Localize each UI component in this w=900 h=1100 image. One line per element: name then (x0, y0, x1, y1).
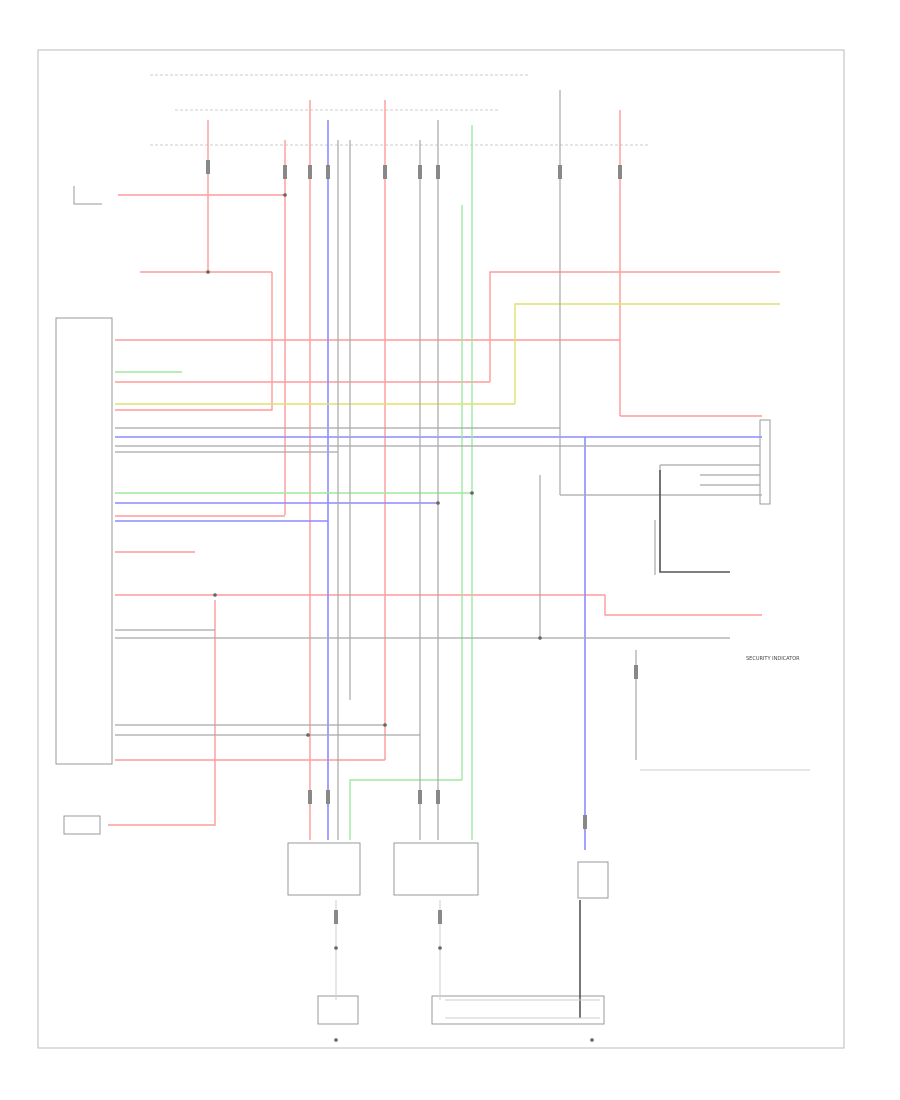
door-switch-right (287, 842, 361, 896)
connector-box-right (759, 419, 771, 505)
sensor-bracket-upper (73, 186, 102, 205)
blue-wires (115, 120, 762, 850)
yellow-wires (115, 303, 780, 405)
security-indicator-label: SECURITY INDICATOR (746, 656, 800, 662)
lock-motor-right (317, 995, 359, 1025)
lock-motor-left (431, 995, 605, 1025)
control-module-box (55, 317, 113, 765)
diagram-border (37, 49, 845, 1049)
door-switch-left (393, 842, 479, 896)
red-wires (108, 100, 780, 840)
gray-wires (115, 90, 762, 840)
junction-dots (206, 193, 594, 1042)
green-wires (115, 125, 473, 840)
connector-dots (206, 160, 638, 924)
hood-switch (577, 861, 609, 899)
sensor-box-lower (63, 815, 101, 835)
light-wires (335, 769, 810, 1019)
dark-wires (579, 470, 730, 1018)
